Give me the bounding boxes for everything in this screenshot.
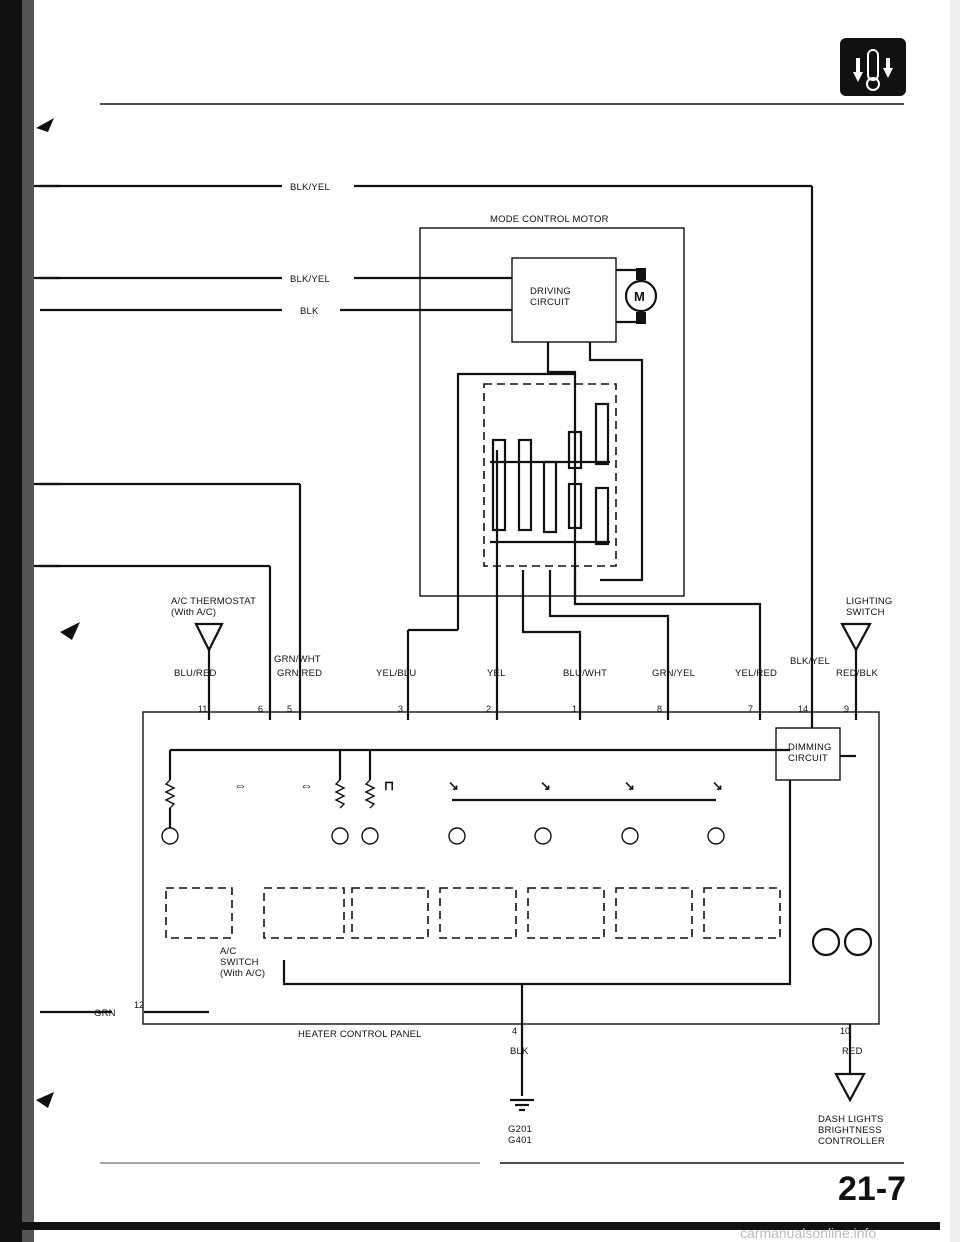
ac-switch-label-2: SWITCH [220, 957, 259, 968]
pin-5: 5 [287, 704, 292, 714]
pin-14: 14 [798, 704, 808, 714]
svg-text:↘: ↘ [448, 778, 459, 793]
pin-4: 4 [512, 1026, 517, 1036]
indicator-lamps [161, 750, 725, 845]
svg-text:↘: ↘ [712, 778, 723, 793]
position-contacts [491, 402, 610, 546]
pin-1: 1 [572, 704, 577, 714]
mode-switches [165, 887, 781, 939]
wire-label-blk-yel-mid: BLK/YEL [290, 274, 330, 285]
pin-11: 11 [198, 704, 207, 714]
heater-control-panel-label: HEATER CONTROL PANEL [298, 1029, 422, 1040]
driving-circuit-label-1: DRIVING [530, 286, 571, 297]
dash-controller-label-2: BRIGHTNESS [818, 1125, 882, 1136]
pin-10: 10 [840, 1026, 850, 1036]
ground-symbol [510, 1098, 534, 1112]
pin-6: 6 [258, 704, 263, 714]
heater-cooling-section-icon [840, 38, 906, 96]
thermostat-label-1: A/C THERMOSTAT [171, 596, 256, 607]
wire-label-grn-yel: GRN/YEL [652, 668, 695, 679]
pin-12: 12 [134, 1000, 144, 1010]
driving-circuit-label-2: CIRCUIT [530, 297, 570, 308]
lighting-switch-label-1: LIGHTING [846, 596, 892, 607]
input-wires [40, 184, 814, 724]
connector-pin-numbers: 11 6 5 3 2 1 8 7 14 9 12 4 10 [134, 704, 850, 1036]
pin-3: 3 [398, 704, 403, 714]
dimming-circuit-label-1: DIMMING [788, 742, 832, 753]
page-clip-marks [36, 118, 80, 1108]
wire-label-blk: BLK [300, 306, 319, 317]
panel-lamps [811, 927, 873, 957]
mode-symbols: ⇔ ⇔ ⊓ ↘ ↘ ↘ ↘ [234, 778, 723, 793]
wire-label-red-blk: RED/BLK [836, 668, 879, 679]
lighting-switch-label-2: SWITCH [846, 607, 885, 618]
left-edge-lines [34, 184, 60, 568]
svg-text:⇔: ⇔ [300, 778, 313, 793]
wire-label-blk-yel-right: BLK/YEL [790, 656, 830, 667]
ac-switch-label-1: A/C [220, 946, 236, 957]
wire-label-yel-red: YEL/RED [735, 668, 777, 679]
svg-text:⊓: ⊓ [384, 778, 394, 793]
wire-label-yel-blu: YEL/BLU [376, 668, 416, 679]
wire-label-red: RED [842, 1046, 863, 1057]
dimming-circuit-label-2: CIRCUIT [788, 753, 828, 764]
wire-label-blk-yel-top: BLK/YEL [290, 182, 330, 193]
pin-2: 2 [486, 704, 491, 714]
wire-label-blu-wht: BLU/WHT [563, 668, 607, 679]
lighting-switch-connector-symbol [840, 622, 872, 653]
dash-controller-label-1: DASH LIGHTS [818, 1114, 884, 1125]
ac-switch-label-3: (With A/C) [220, 968, 265, 979]
mode-control-motor-box [419, 227, 685, 597]
wire-label-blu-red: BLU/RED [174, 668, 217, 679]
motor-symbol: M [634, 289, 645, 304]
thermostat-connector-symbol [194, 622, 224, 653]
dimming-circuit-box [775, 727, 841, 781]
wire-label-yel: YEL [487, 668, 506, 679]
pin-7: 7 [748, 704, 753, 714]
dash-controller-label-3: CONTROLLER [818, 1136, 885, 1147]
watermark: carmanualsonline.info [740, 1225, 876, 1241]
page-number: 21-7 [838, 1170, 906, 1208]
svg-text:↘: ↘ [624, 778, 635, 793]
ground-label-2: G401 [508, 1135, 532, 1146]
svg-text:⇔: ⇔ [234, 778, 247, 793]
dash-controller-connector-symbol [834, 1072, 866, 1103]
svg-text:↘: ↘ [540, 778, 551, 793]
wire-label-blk-ground: BLK [510, 1046, 529, 1057]
indicator-ground-bus [282, 780, 792, 986]
wire-label-grn-wht: GRN/WHT [274, 654, 321, 665]
motor-icon: M [616, 268, 658, 324]
mode-control-motor-label: MODE CONTROL MOTOR [490, 214, 609, 225]
pin-9: 9 [844, 704, 849, 714]
position-switch-dashed-box [483, 383, 617, 567]
wire-label-grn-red: GRN/RED [277, 668, 322, 679]
ground-label-1: G201 [508, 1124, 532, 1135]
driving-circuit-box [511, 257, 617, 343]
pin-8: 8 [657, 704, 662, 714]
thermostat-label-2: (With A/C) [171, 607, 216, 618]
heater-control-panel-box [142, 711, 880, 1025]
motor-internal-wiring [406, 342, 762, 720]
wire-label-grn: GRN [94, 1008, 116, 1019]
